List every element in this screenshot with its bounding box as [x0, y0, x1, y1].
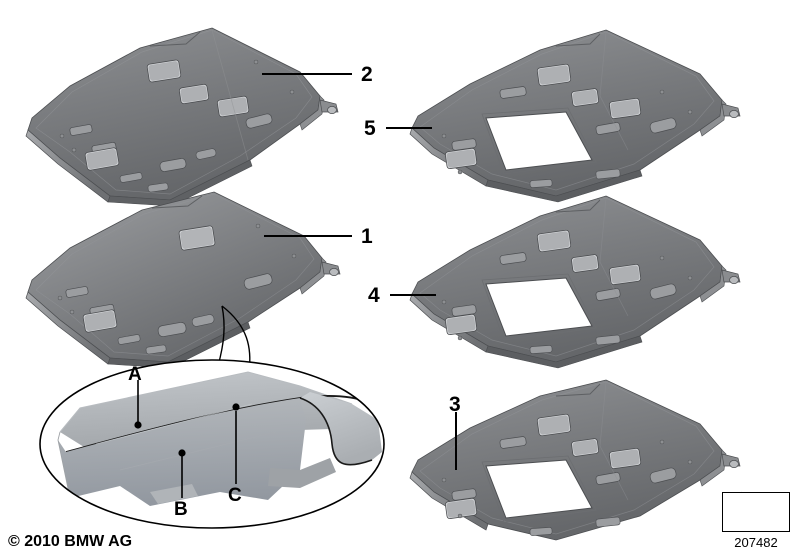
detail-label-a[interactable]: A — [128, 364, 142, 385]
copyright-notice: © 2010 BMW AG — [8, 533, 133, 550]
callout-leader-lines — [262, 73, 457, 470]
detail-label-b[interactable]: B — [174, 499, 188, 520]
callout-number-5[interactable]: 5 — [364, 117, 376, 140]
callout-number-4[interactable]: 4 — [368, 284, 380, 307]
detail-view-ellipse[interactable] — [39, 359, 385, 529]
figure-marker-box — [722, 492, 790, 532]
figure-id-label: 207482 — [734, 535, 778, 550]
callout-number-3[interactable]: 3 — [449, 393, 461, 416]
part-5-headliner[interactable] — [409, 29, 741, 203]
detail-label-c[interactable]: C — [228, 485, 242, 506]
callout-number-1[interactable]: 1 — [361, 225, 373, 248]
part-4-headliner[interactable] — [409, 195, 741, 369]
part-1-headliner[interactable] — [25, 191, 341, 369]
part-2-headliner[interactable] — [25, 27, 339, 207]
callout-number-2[interactable]: 2 — [361, 63, 373, 86]
part-3-headliner[interactable] — [409, 379, 741, 541]
detail-leader-lines — [134, 380, 240, 498]
